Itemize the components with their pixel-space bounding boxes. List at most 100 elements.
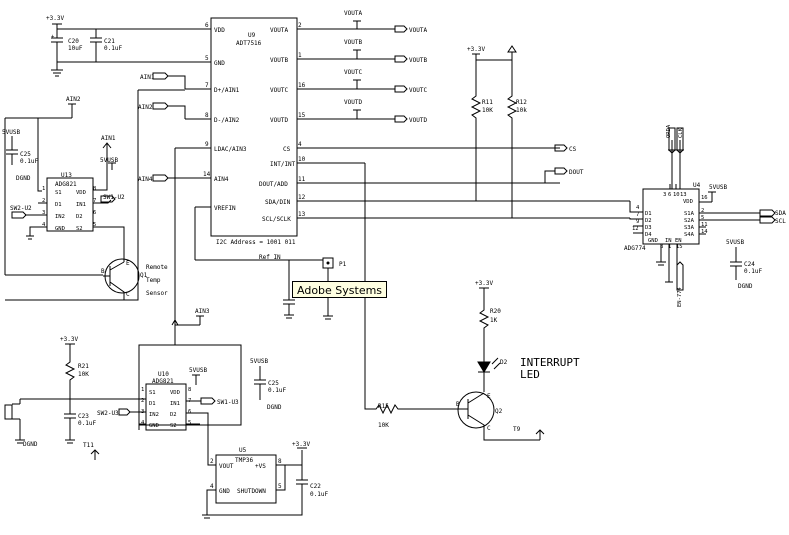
svg-text:GND: GND [648, 238, 658, 244]
svg-text:GND: GND [55, 226, 65, 232]
svg-text:1K: 1K [490, 317, 498, 324]
svg-text:Ref IN: Ref IN [259, 254, 281, 261]
svg-text:R15: R15 [378, 403, 389, 410]
r11-resistor [470, 60, 482, 201]
svg-text:13: 13 [298, 211, 306, 218]
net-connector-ain2 [152, 102, 186, 119]
svg-text:10: 10 [673, 192, 680, 198]
net-connector-ain1 [152, 72, 186, 89]
u9-pin-sda: SDA/DIN [265, 199, 291, 206]
svg-text:Temp: Temp [146, 277, 161, 284]
svg-text:D1: D1 [645, 211, 652, 217]
ref-in-p1: Ref IN P1 [195, 254, 347, 320]
u5-body [215, 454, 277, 504]
svg-text:D2: D2 [170, 412, 177, 418]
svg-text:16: 16 [701, 195, 708, 201]
svg-text:S2: S2 [76, 226, 83, 232]
svg-text:R12: R12 [516, 99, 527, 106]
svg-text:IN1: IN1 [76, 202, 86, 208]
svg-text:R20: R20 [490, 308, 501, 315]
net-connector-voutc [394, 85, 408, 93]
svg-text:T9: T9 [513, 426, 521, 433]
net-voutb: VOUTB [409, 57, 427, 64]
svg-text:+3.3V: +3.3V [292, 441, 310, 448]
r21-c23-switch: +3.3V R21 10K C23 0.1uF DGND T11 [4, 336, 139, 460]
net-connector-dout [544, 167, 568, 183]
decoupling-c25-left: 5VUSB C25 0.1uF DGND [2, 129, 38, 182]
svg-text:5VUSB: 5VUSB [189, 367, 207, 374]
svg-text:5VUSB: 5VUSB [709, 184, 727, 191]
u9-pin-vouta: VOUTA [270, 27, 288, 34]
svg-text:S2: S2 [170, 423, 177, 429]
net-connector-voutd [394, 115, 408, 123]
svg-text:VDD: VDD [683, 199, 693, 205]
svg-text:2: 2 [701, 208, 704, 214]
svg-text:7: 7 [636, 212, 639, 218]
svg-text:SW2-U3: SW2-U3 [97, 410, 119, 417]
tooltip-adobe-systems: Adobe Systems [292, 281, 388, 298]
svg-text:5VUSB: 5VUSB [2, 129, 20, 136]
net-dout: DOUT [569, 169, 584, 176]
svg-text:SW1-U3: SW1-U3 [217, 399, 239, 406]
u9-pin-dout: DOUT/ADD [259, 181, 288, 188]
svg-text:D2: D2 [645, 218, 652, 224]
int-route: R15 10K [364, 163, 456, 429]
svg-text:0.1uF: 0.1uF [78, 420, 96, 427]
r15-resistor [364, 163, 456, 415]
net-connector-cs [554, 144, 568, 152]
interrupt-led: +3.3V R20 1K D2 INTERRUPT LED E C B Q2 T… [456, 280, 580, 441]
net-connector-clk [668, 127, 684, 154]
svg-text:D3: D3 [645, 225, 652, 231]
svg-text:9: 9 [636, 219, 639, 225]
c21-ref: C21 [104, 38, 115, 45]
svg-text:13: 13 [680, 192, 687, 198]
svg-text:10k: 10k [516, 107, 527, 114]
svg-text:1: 1 [668, 244, 671, 250]
svg-text:6: 6 [205, 22, 209, 29]
pullups-r11-r12: +3.3V R11 10K R12 10k [467, 45, 527, 218]
net-connector-sw1-u3 [200, 397, 216, 405]
svg-text:2: 2 [210, 458, 214, 465]
pushbutton-switch [4, 399, 25, 444]
svg-text:5VUSB: 5VUSB [250, 358, 268, 365]
svg-text:11: 11 [298, 176, 306, 183]
svg-text:S3A: S3A [684, 225, 695, 231]
q1-remote-sensor: B E C Q1 Remote Temp Sensor [101, 258, 168, 300]
svg-text:B: B [101, 268, 105, 275]
svg-text:DGND: DGND [738, 283, 753, 290]
svg-text:0.1uF: 0.1uF [268, 387, 286, 394]
svg-text:R11: R11 [482, 99, 493, 106]
svg-text:12: 12 [298, 194, 306, 201]
svg-text:C23: C23 [78, 413, 89, 420]
svg-text:S2A: S2A [684, 218, 695, 224]
net-scl: SCL [775, 218, 786, 225]
net-vouta: VOUTA [409, 27, 427, 34]
q2-transistor [457, 391, 495, 429]
svg-text:12: 12 [632, 226, 639, 232]
svg-text:VOUTC: VOUTC [344, 69, 362, 76]
svg-text:SW1-U2: SW1-U2 [103, 194, 125, 201]
interrupt-led-title: INTERRUPT [520, 356, 580, 369]
svg-text:U13: U13 [61, 172, 72, 179]
u9-part: ADT7516 [236, 40, 262, 47]
svg-text:TMP36: TMP36 [235, 457, 253, 464]
svg-text:10K: 10K [78, 371, 89, 378]
net-ain2: AIN2 [138, 104, 153, 111]
svg-text:DGND: DGND [23, 441, 38, 448]
svg-text:3: 3 [42, 210, 45, 216]
svg-text:C: C [126, 291, 130, 298]
svg-text:LED: LED [520, 368, 540, 381]
svg-text:IN: IN [665, 238, 672, 244]
svg-text:T11: T11 [83, 442, 94, 449]
svg-text:6: 6 [668, 192, 671, 198]
svg-text:D1: D1 [55, 202, 62, 208]
svg-text:Remote: Remote [146, 264, 168, 271]
svg-text:+: + [51, 34, 55, 40]
svg-text:AIN3: AIN3 [195, 308, 210, 315]
u9-pin-cs: CS [283, 146, 291, 153]
svg-text:5: 5 [188, 420, 191, 426]
u9-pin-vrefin: VREFIN [214, 205, 236, 212]
svg-text:VDD: VDD [76, 190, 86, 196]
svg-text:4: 4 [42, 222, 46, 228]
